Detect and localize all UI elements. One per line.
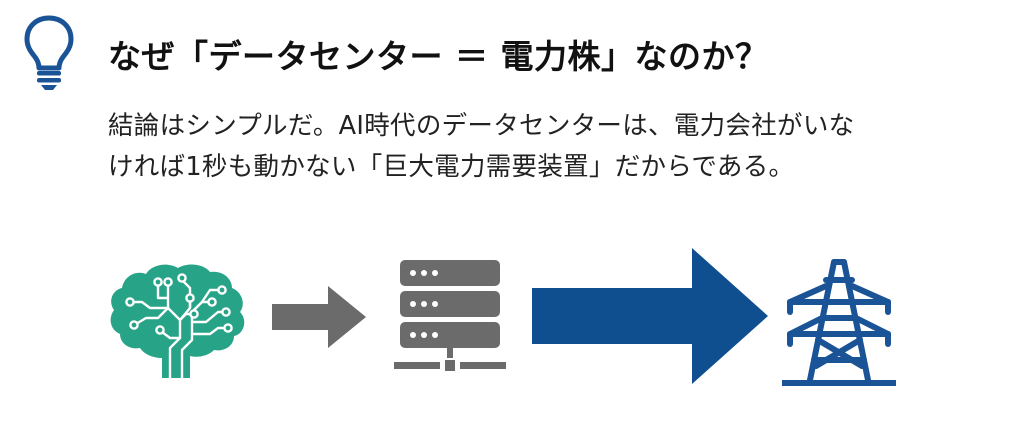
summary-line-2: ければ1秒も動かない「巨大電力需要装置」だからである。 xyxy=(108,152,795,182)
ai-brain-circuit-icon xyxy=(110,264,245,378)
power-transmission-tower-icon xyxy=(782,259,896,386)
arrow-right-icon xyxy=(272,286,366,348)
summary-line-1: 結論はシンプルだ。AI時代のデータセンターは、電力会社がいな xyxy=(108,111,855,141)
server-rack-icon xyxy=(394,260,506,371)
lightbulb-icon xyxy=(24,15,74,90)
summary-text: 結論はシンプルだ。AI時代のデータセンターは、電力会社がいな ければ1秒も動かな… xyxy=(108,106,854,188)
arrow-right-large-icon xyxy=(532,248,768,384)
page-title: なぜ「データセンター ＝ 電力株」なのか？ xyxy=(108,37,769,76)
